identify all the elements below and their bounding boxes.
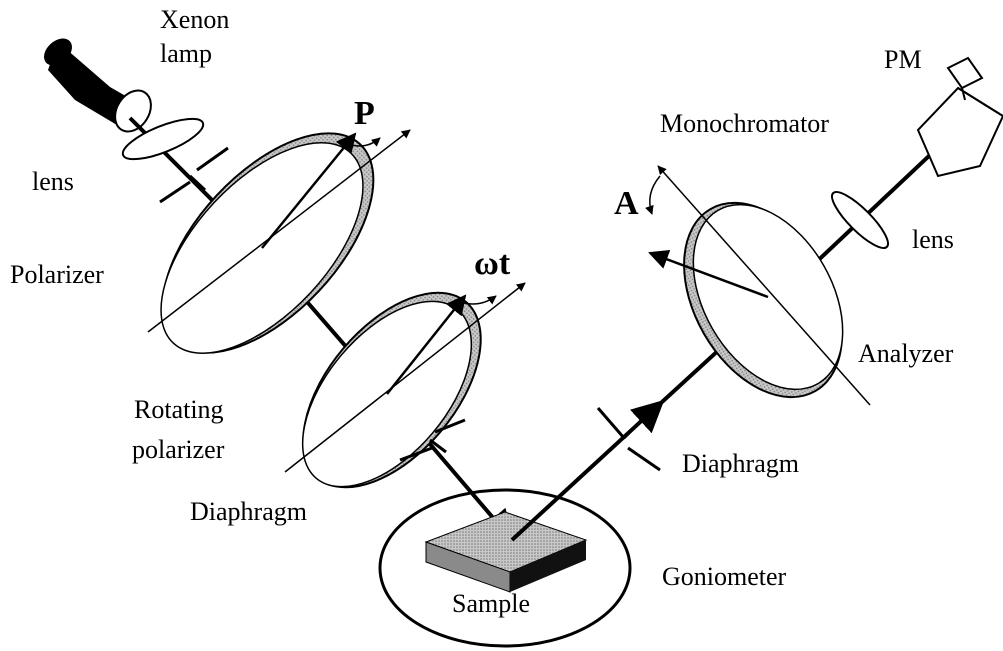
- label-pm: PM: [884, 45, 922, 74]
- rotating-polarizer: [284, 282, 526, 489]
- label-diaphragm-right: Diaphragm: [682, 449, 799, 478]
- label-diaphragm-left: Diaphragm: [190, 497, 307, 526]
- lens-left: [121, 117, 205, 161]
- label-rotating-polarizer: polarizer: [132, 435, 225, 464]
- symbol-a: A: [614, 185, 639, 222]
- sample-block: [424, 511, 588, 593]
- label-analyzer: Analyzer: [858, 339, 954, 368]
- diaphragm-left-slit: [399, 418, 466, 462]
- label-goniometer: Goniometer: [662, 562, 787, 591]
- lens-right: [831, 191, 889, 249]
- symbol-p: P: [354, 95, 375, 132]
- label-rotating: Rotating: [134, 395, 224, 424]
- xenon-lamp: [44, 38, 152, 133]
- label-xenon: Xenon: [160, 5, 229, 34]
- label-polarizer: Polarizer: [10, 260, 104, 289]
- symbol-omega-t: ωt: [474, 245, 511, 282]
- diaphragm-right-slit: [596, 407, 661, 472]
- photomultiplier: [946, 56, 984, 101]
- label-lamp: lamp: [160, 39, 212, 68]
- label-lens-left: lens: [32, 167, 74, 196]
- goniometer: [378, 488, 632, 648]
- label-sample: Sample: [452, 589, 530, 618]
- polarizer: [147, 129, 411, 354]
- monochromator: [916, 86, 1003, 178]
- analyzer: [645, 165, 871, 406]
- label-lens-right: lens: [912, 225, 954, 254]
- diaphragm-lamp: [159, 146, 229, 204]
- label-monochromator: Monochromator: [660, 109, 829, 138]
